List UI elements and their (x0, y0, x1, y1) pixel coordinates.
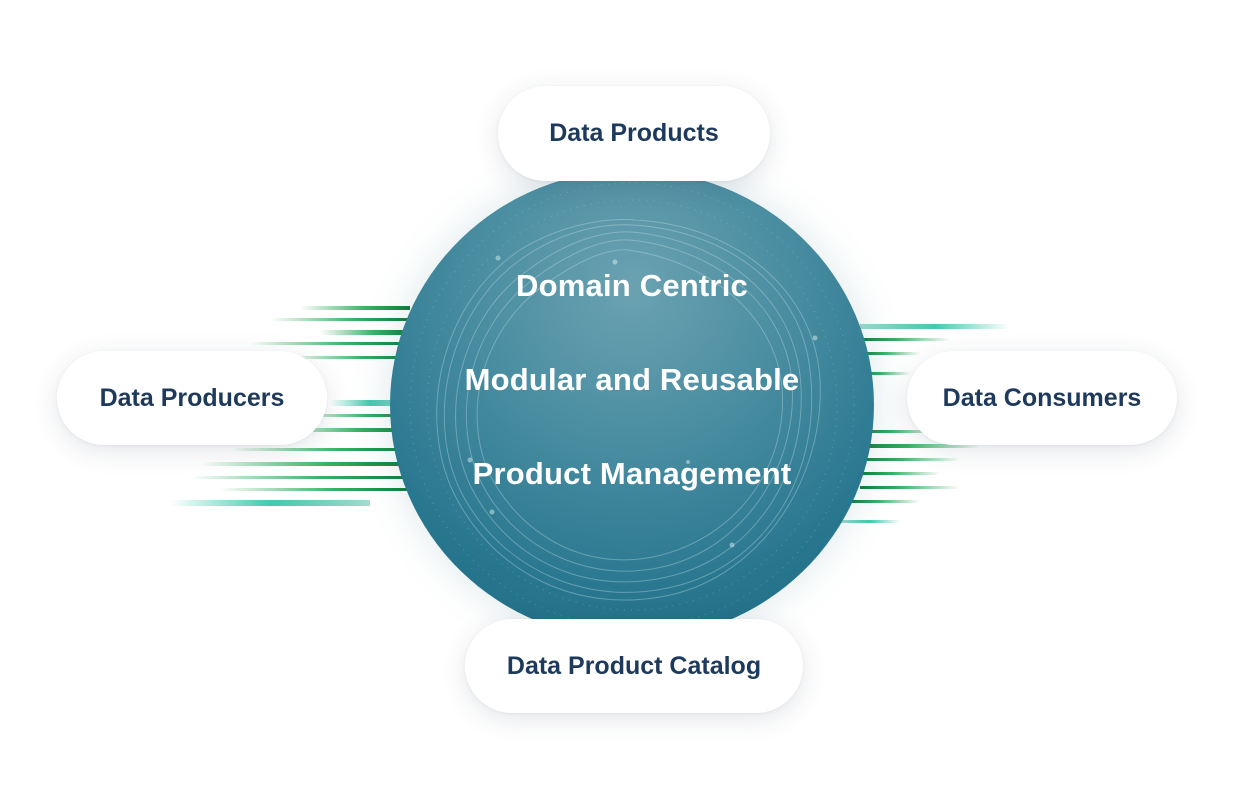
node-data-products: Data Products (498, 86, 770, 181)
right-streaks (840, 324, 1010, 523)
node-data-producers: Data Producers (57, 351, 327, 445)
node-data-product-catalog-label: Data Product Catalog (506, 651, 762, 680)
left-streaks (170, 306, 410, 506)
node-data-consumers-label: Data Consumers (942, 383, 1142, 412)
central-hub-circle: Domain Centric Modular and Reusable Prod… (390, 170, 874, 640)
node-data-consumers: Data Consumers (907, 351, 1177, 445)
hub-label-product-management: Product Management (472, 456, 792, 491)
hub-label-modular-reusable: Modular and Reusable (464, 362, 800, 397)
wave-rings-decoration (409, 182, 855, 628)
hub-label-domain-centric: Domain Centric (516, 268, 748, 303)
node-data-product-catalog: Data Product Catalog (465, 619, 803, 713)
node-data-products-label: Data Products (549, 119, 719, 147)
node-data-producers-label: Data Producers (99, 383, 285, 412)
